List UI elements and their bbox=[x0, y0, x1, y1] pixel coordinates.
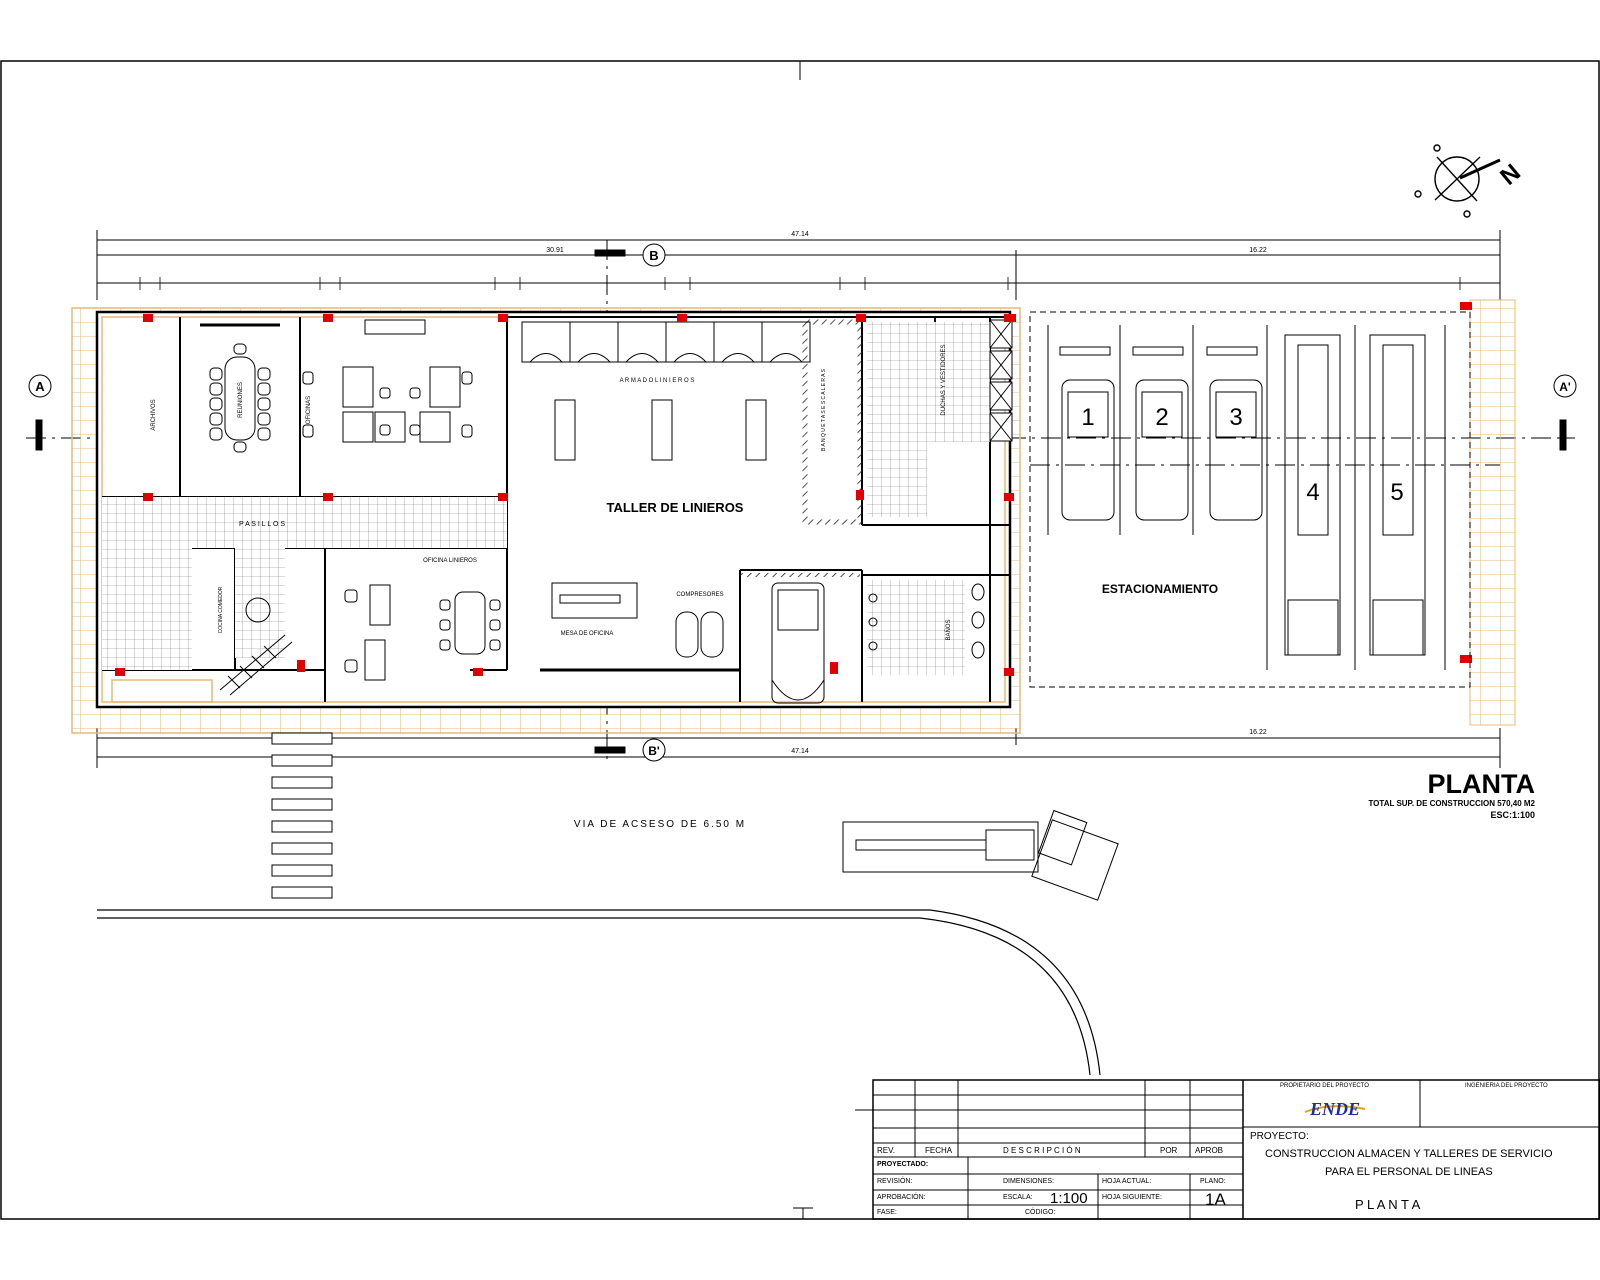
por-label: POR bbox=[1160, 1146, 1178, 1155]
plano-label: PLANO: bbox=[1200, 1178, 1226, 1185]
entrance-stair bbox=[219, 634, 293, 696]
dim-top-overall: 47.14 bbox=[791, 231, 809, 238]
parking-stall-2: 2 bbox=[1155, 404, 1168, 431]
codigo-label: CÓDIGO: bbox=[1025, 1209, 1056, 1216]
meeting-table bbox=[200, 323, 280, 453]
linemen-office-furniture bbox=[245, 584, 501, 681]
label-duchas: DUCHAS Y VESTIDORES bbox=[941, 344, 947, 415]
dim-bottom-right: 16.22 bbox=[1249, 729, 1267, 736]
label-oficina-linieros: OFICINA LINIEROS bbox=[423, 558, 477, 564]
label-reuniones: REUNIONES bbox=[238, 382, 244, 418]
aprob-label: APROB bbox=[1195, 1146, 1224, 1155]
label-banos: BAÑOS bbox=[945, 619, 952, 640]
parking-stall-5: 5 bbox=[1390, 479, 1403, 506]
plano-value: 1A bbox=[1205, 1190, 1226, 1209]
ende-logo-icon: ENDE bbox=[1304, 1099, 1366, 1119]
revision-label: REVISIÓN: bbox=[877, 1178, 913, 1185]
title-block bbox=[855, 1079, 1600, 1220]
north-arrow-icon bbox=[1414, 144, 1501, 218]
access-road bbox=[97, 909, 1101, 1076]
showers-floor bbox=[867, 322, 990, 442]
shower-stalls bbox=[989, 319, 1013, 442]
structural-columns bbox=[115, 302, 1472, 676]
owner-header: PROPIETARIO DEL PROYECTO bbox=[1280, 1083, 1369, 1089]
rev-label: REV. bbox=[877, 1146, 895, 1155]
project-line-1: CONSTRUCCION ALMACEN Y TALLERES DE SERVI… bbox=[1265, 1148, 1553, 1160]
label-escaleras: B A N Q U E T A S E S C A L E R A S bbox=[821, 368, 827, 451]
sheet-title: PLANTA bbox=[1428, 769, 1536, 799]
parking-stall-4: 4 bbox=[1306, 479, 1319, 506]
wc-fixtures bbox=[868, 583, 985, 659]
project-line-2: PARA EL PERSONAL DE LINEAS bbox=[1325, 1166, 1493, 1178]
hoja-actual-label: HOJA ACTUAL: bbox=[1102, 1178, 1152, 1185]
label-estacionamiento: ESTACIONAMIENTO bbox=[1102, 582, 1218, 596]
restroom-floor bbox=[102, 548, 192, 670]
crane-truck-icon bbox=[842, 809, 1119, 901]
escala-value: 1:100 bbox=[1050, 1190, 1088, 1207]
sheet-name: P L A N T A bbox=[1355, 1197, 1421, 1212]
lockers bbox=[521, 321, 811, 363]
parking-stall-1: 1 bbox=[1081, 404, 1094, 431]
total-area: TOTAL SUP. DE CONSTRUCCION 570,40 M2 bbox=[1368, 799, 1535, 808]
workbenches bbox=[551, 399, 767, 619]
dim-top-left: 30.91 bbox=[546, 247, 564, 254]
engineering-header: INGENIERIA DEL PROYECTO bbox=[1465, 1083, 1548, 1089]
section-a-left: A bbox=[35, 379, 45, 394]
crosswalk bbox=[271, 732, 333, 899]
aprobacion-label: APROBACIÓN: bbox=[877, 1194, 926, 1201]
access-road-label: VIA DE ACSESO DE 6.50 M bbox=[574, 819, 746, 830]
label-archivos: ARCHIVOS bbox=[151, 399, 157, 430]
compressors bbox=[675, 611, 724, 658]
office-desks bbox=[302, 319, 473, 443]
proyecto-label: PROYECTO: bbox=[1250, 1131, 1309, 1142]
parking-stall-3: 3 bbox=[1229, 404, 1242, 431]
fecha-label: FECHA bbox=[925, 1146, 953, 1155]
hoja-siguiente-label: HOJA SIGUIENTE: bbox=[1102, 1194, 1162, 1201]
banos-floor bbox=[867, 580, 965, 675]
proyectado-label: PROYECTADO: bbox=[877, 1161, 929, 1168]
label-taller: TALLER DE LINIEROS bbox=[607, 500, 744, 515]
label-compresores: COMPRESORES bbox=[676, 592, 723, 598]
section-a-right: A' bbox=[1559, 380, 1571, 394]
descripcion-label: D E S C R I P C I Ó N bbox=[1003, 1146, 1081, 1155]
label-cocina: COCINA COMEDOR bbox=[218, 586, 224, 633]
label-oficinas: OFICINAS bbox=[306, 396, 312, 424]
stair-hatch-band bbox=[802, 319, 863, 525]
fase-label: FASE: bbox=[877, 1209, 897, 1216]
kitchen-floor bbox=[235, 548, 285, 658]
svg-text:ENDE: ENDE bbox=[1309, 1099, 1360, 1119]
pickup-truck-icon bbox=[771, 582, 825, 704]
scale-note: ESC:1:100 bbox=[1490, 810, 1535, 820]
section-b-bottom: B' bbox=[648, 744, 660, 758]
dimensiones-label: DIMENSIONES: bbox=[1003, 1178, 1054, 1185]
dim-bottom-overall: 47.14 bbox=[791, 748, 809, 755]
parking-lot bbox=[1029, 311, 1500, 688]
label-mesa-oficina: MESA DE OFICINA bbox=[561, 631, 614, 637]
dim-top-right: 16.22 bbox=[1249, 247, 1267, 254]
label-armado: A R M A D O L I N I E R O S bbox=[620, 378, 695, 384]
corridor-floor bbox=[102, 497, 507, 548]
escala-label: ESCALA: bbox=[1003, 1194, 1033, 1201]
north-label: N bbox=[1495, 159, 1526, 191]
section-b-top: B bbox=[649, 248, 658, 263]
label-pasillos: P A S I L L O S bbox=[239, 521, 285, 528]
